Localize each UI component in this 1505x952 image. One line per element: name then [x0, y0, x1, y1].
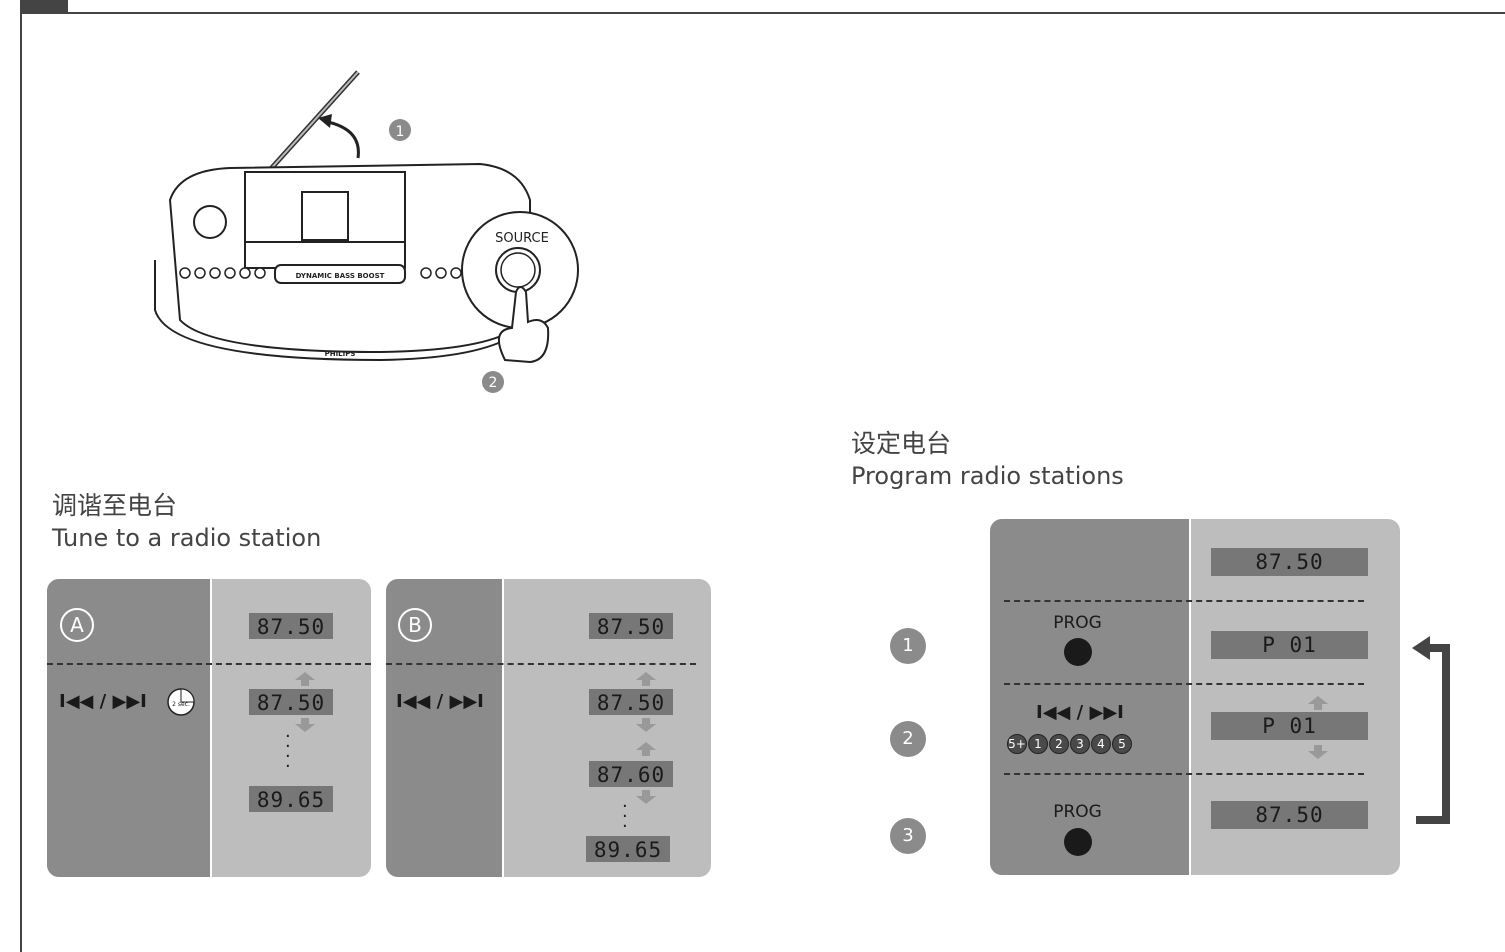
panel-a-skip-control: I◀◀ / ▶▶I	[59, 691, 147, 712]
program-control-column	[990, 519, 1189, 875]
ellipsis-dots: ....	[285, 721, 291, 772]
arrow-up-icon	[1308, 696, 1328, 710]
panel-b-letter: B	[398, 608, 432, 642]
hand-pointer-icon	[497, 286, 550, 364]
prog-button-icon	[1064, 828, 1092, 856]
program-display-1: P 01	[1211, 631, 1368, 659]
step-1-label: 1	[396, 124, 405, 140]
panel-b-top-display: 87.50	[589, 613, 673, 639]
corner-tab	[20, 0, 68, 12]
program-step-1: 1	[890, 628, 926, 664]
program-step-3: 3	[890, 818, 926, 854]
arrow-down-icon	[295, 718, 315, 732]
panel-b-display-1: 87.50	[589, 689, 673, 715]
prog-label-1: PROG	[1053, 613, 1102, 633]
arrow-down-icon	[636, 790, 656, 804]
preset-2-icon: 2	[1049, 734, 1069, 754]
preset-3-icon: 3	[1070, 734, 1090, 754]
cassette-deck	[244, 241, 406, 269]
tune-panel-a: A 87.50 I◀◀ / ▶▶I 2 sec. 87.50 .... 89.6…	[47, 579, 371, 877]
panel-a-top-display: 87.50	[249, 613, 333, 639]
frame-top-line	[20, 12, 1505, 14]
program-skip-control: I◀◀ / ▶▶I	[1036, 702, 1124, 723]
preset-4-icon: 4	[1091, 734, 1111, 754]
panel-a-display-1: 87.50	[249, 689, 333, 715]
step-2-label: 2	[489, 375, 498, 391]
curved-arrow-icon	[327, 120, 360, 159]
timer-label: 2 sec.	[172, 701, 190, 708]
arrow-up-icon	[636, 742, 656, 756]
tune-title-zh: 调谐至电台	[52, 491, 178, 520]
ellipsis-dots: ...	[622, 791, 628, 832]
bass-boost-panel	[274, 264, 406, 284]
brand-label: PHILIPS	[325, 350, 356, 358]
source-label: SOURCE	[495, 231, 549, 246]
arrow-up-icon	[636, 672, 656, 686]
step-1-marker	[389, 119, 411, 141]
bass-boost-label: DYNAMIC BASS BOOST	[296, 272, 385, 280]
step-2-marker	[482, 371, 504, 393]
arrow-down-icon	[636, 718, 656, 732]
program-top-display: 87.50	[1211, 548, 1368, 576]
boombox-illustration: 1 DYNAMIC BASS BOOST PHILIPS SOURCE 2	[154, 70, 579, 393]
panel-a-display-2: 89.65	[249, 786, 333, 812]
panel-a-letter: A	[60, 608, 94, 642]
arrow-down-icon	[1308, 745, 1328, 759]
preset-5-icon: 5	[1112, 734, 1132, 754]
program-display-2: P 01	[1211, 712, 1368, 740]
program-heading: 设定电台 Program radio stations	[851, 428, 1124, 492]
preset-5plus-icon: 5+	[1007, 734, 1027, 754]
frame-left-line	[20, 12, 22, 952]
volume-knob	[193, 205, 227, 239]
program-title-en: Program radio stations	[851, 462, 1124, 490]
program-title-zh: 设定电台	[851, 429, 952, 458]
preset-1-icon: 1	[1028, 734, 1048, 754]
tune-heading: 调谐至电台 Tune to a radio station	[52, 490, 321, 554]
arrow-up-icon	[295, 672, 315, 686]
repeat-bracket-icon	[1412, 636, 1450, 824]
tune-title-en: Tune to a radio station	[52, 524, 322, 552]
program-display-3: 87.50	[1211, 801, 1368, 829]
prog-button-icon	[1064, 638, 1092, 666]
prog-label-3: PROG	[1053, 802, 1102, 822]
panel-b-display-3: 89.65	[586, 836, 670, 862]
panel-b-display-2: 87.60	[589, 761, 673, 787]
program-step-2: 2	[890, 721, 926, 757]
timer-icon: 2 sec.	[167, 688, 195, 716]
tune-panel-b: B 87.50 I◀◀ / ▶▶I 87.50 87.60 ... 89.65	[386, 579, 711, 877]
panel-b-skip-control: I◀◀ / ▶▶I	[396, 691, 484, 712]
